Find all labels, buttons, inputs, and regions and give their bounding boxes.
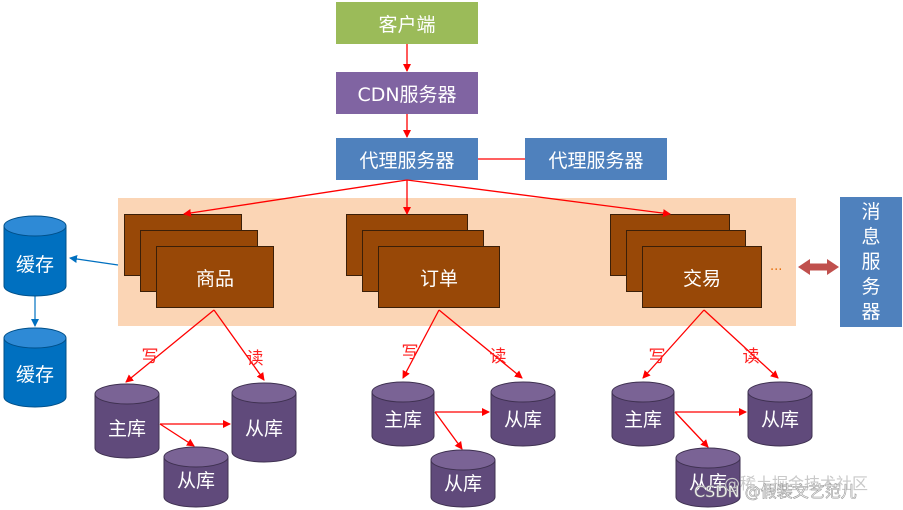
arrow-replicate (674, 411, 709, 448)
cdn-node: CDN服务器 (336, 72, 478, 114)
arrow-replicate (159, 423, 195, 447)
slave-db: 从库 (675, 447, 741, 508)
message-server-label: 消息服务器 (861, 200, 881, 323)
service-trade: 交易 (642, 246, 762, 308)
watermark-csdn: CSDN @假装文艺范儿 (694, 482, 857, 501)
proxy-backup-node: 代理服务器 (525, 138, 667, 180)
read-label: 读 (743, 347, 760, 367)
service-goods-label: 商品 (195, 267, 234, 290)
arrow-read (438, 309, 523, 379)
proxy-main-node: 代理服务器 (336, 138, 478, 180)
slave-db: 从库 (430, 449, 496, 508)
arrow-service-cache (69, 255, 119, 266)
read-label: 读 (247, 349, 264, 369)
slave-db-label: 从库 (444, 473, 482, 495)
master-db-label: 主库 (108, 418, 146, 440)
service-trade-label: 交易 (682, 267, 721, 290)
master-db-label: 主库 (384, 409, 422, 431)
slave-db-label: 从库 (245, 418, 283, 440)
slave-db-label: 从库 (761, 409, 799, 431)
arrow-write (125, 309, 215, 383)
arrow-proxy-goods (183, 179, 408, 217)
slave-db: 从库 (490, 381, 556, 447)
message-server-node: 消息服务器 (840, 197, 902, 327)
proxy-backup-label: 代理服务器 (548, 149, 644, 172)
master-db: 主库 (611, 381, 675, 447)
slave-db: 从库 (747, 381, 813, 447)
service-order-label: 订单 (419, 267, 458, 290)
master-db: 主库 (371, 381, 435, 447)
slave-db-label: 从库 (504, 409, 542, 431)
proxy-main-label: 代理服务器 (359, 149, 455, 172)
arrow-proxy-trade (406, 179, 671, 218)
watermark-juejin: @稀土掘金技术社区 (724, 474, 868, 493)
slave-db: 从库 (231, 382, 297, 463)
cdn-label: CDN服务器 (357, 83, 457, 106)
slave-db-label: 从库 (689, 472, 727, 494)
slave-db-label: 从库 (177, 470, 215, 492)
more-services-ellipsis: ··· (770, 263, 782, 278)
arrow-write (402, 309, 440, 379)
cache-top: 缓存 (3, 215, 67, 297)
service-goods: 商品 (156, 246, 274, 308)
arrow-read (213, 309, 265, 381)
read-label: 读 (490, 347, 507, 367)
service-order: 订单 (378, 246, 500, 308)
arrow-replicate (434, 411, 463, 450)
write-label: 写 (402, 343, 419, 363)
client-node: 客户端 (336, 2, 478, 44)
write-label: 写 (142, 347, 159, 367)
master-db: 主库 (94, 383, 160, 459)
cache-top-label: 缓存 (16, 254, 54, 276)
arrow-write (642, 309, 705, 379)
slave-db: 从库 (163, 446, 229, 508)
master-db-label: 主库 (624, 409, 662, 431)
bidirectional-arrow (798, 259, 839, 275)
arrow-read (703, 309, 779, 379)
client-label: 客户端 (378, 13, 436, 36)
write-label: 写 (649, 347, 666, 367)
cache-bottom-label: 缓存 (16, 364, 54, 386)
cache-bottom: 缓存 (3, 327, 67, 408)
